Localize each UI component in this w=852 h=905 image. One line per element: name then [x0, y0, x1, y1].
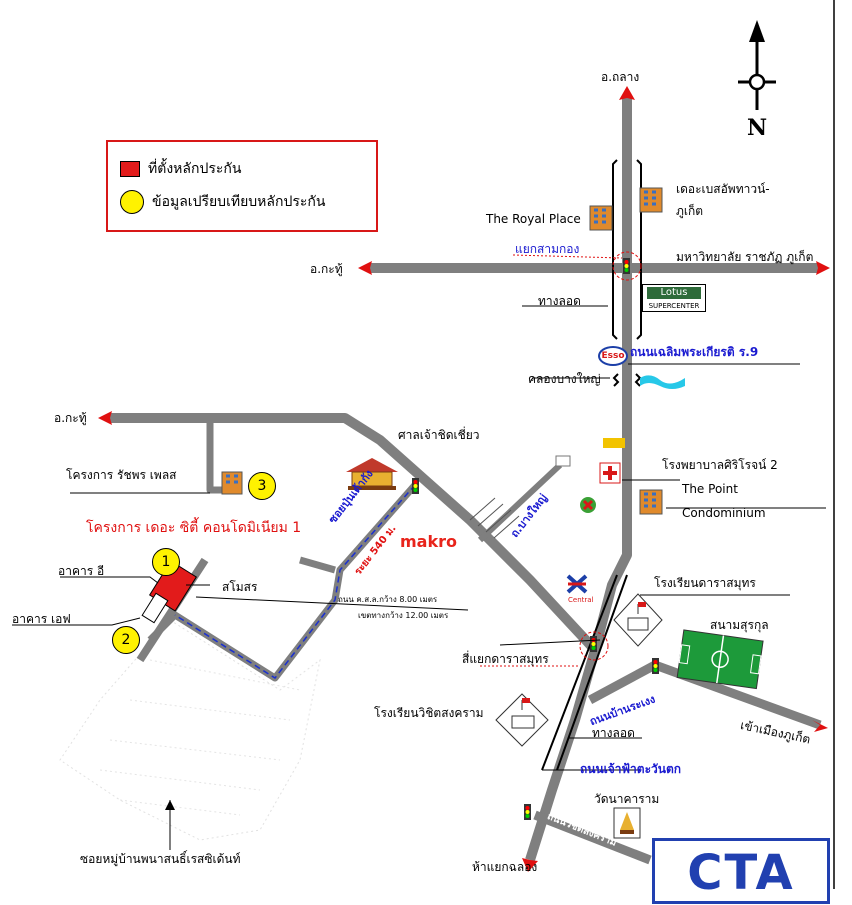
label-chalong: ห้าแยกฉลอง: [472, 860, 538, 874]
label-building-e: อาคาร อี: [58, 564, 105, 578]
leader-lines: [12, 305, 826, 850]
label-west-lower: อ.กะทู้: [54, 411, 87, 425]
label-the-point-2: Condominium: [682, 506, 766, 520]
building-icon: [639, 489, 663, 515]
road-bang-yai: [477, 462, 563, 543]
traffic-light-icon: [524, 804, 531, 820]
label-siriroj: โรงพยาบาลศิริโรจน์ 2: [662, 458, 778, 472]
underpass-bracket-2: [612, 373, 642, 387]
label-road-width-2: เขตทางกว้าง 12.00 เมตร: [358, 611, 449, 620]
stadium-icon: [676, 629, 764, 690]
label-road-width-1: ถนน ค.ส.ล.กว้าง 8.00 เมตร: [338, 595, 438, 604]
road-kathu-lower: [110, 413, 599, 654]
property-marker-icon: [141, 560, 198, 624]
temple-icon: [613, 807, 641, 839]
marker-1: 1: [152, 548, 180, 576]
label-wat-na: วัดนาคาราม: [594, 792, 660, 806]
label-royal-place: The Royal Place: [486, 212, 581, 226]
hospital-icon: [599, 462, 621, 484]
building-icon: [221, 471, 243, 495]
legend-property-label: ที่ตั้งหลักประกัน: [148, 161, 242, 177]
land-plot-hatch: [59, 619, 321, 841]
label-clubhouse: สโมสร: [222, 580, 258, 594]
arrow-west-lower-icon: [98, 411, 112, 425]
esso-logo: Esso: [598, 346, 628, 366]
shop-tag-icon: [555, 455, 571, 467]
label-north-dest: อ.ถลาง: [601, 70, 640, 84]
cta-stamp: CTA: [652, 838, 830, 904]
legend-comparable-label: ข้อมูลเปรียบเทียบหลักประกัน: [152, 194, 326, 210]
label-the-point-1: The Point: [682, 482, 738, 496]
building-icon: [639, 187, 663, 213]
compass-north-label: N: [747, 115, 768, 141]
central-icon: [566, 574, 588, 594]
label-darasamut-school: โรงเรียนดาราสมุทร: [654, 576, 756, 590]
label-base-1: เดอะเบสอัพทาวน์-: [676, 182, 770, 196]
label-stadium: สนามสุรกุล: [710, 618, 769, 632]
label-the-city: โครงการ เดอะ ซิตี้ คอนโดมิเนียม 1: [86, 520, 302, 536]
lotus-logo: Lotus SUPERCENTER: [642, 284, 706, 312]
legend-row-comparable: ข้อมูลเปรียบเทียบหลักประกัน: [120, 190, 325, 214]
road-chaofa: [533, 810, 652, 865]
compass-icon: [738, 20, 776, 110]
label-chaloem-road: ถนนเฉลิมพระเกียรติ ร.9: [630, 345, 759, 359]
makro-logo: makro: [400, 532, 457, 551]
marker-3: 3: [248, 472, 276, 500]
route-dashed: [174, 484, 416, 679]
label-shrine: ศาลเจ้าชิดเชี่ยว: [398, 428, 480, 442]
bigc-icon: [576, 494, 600, 516]
label-building-f: อาคาร เอฟ: [12, 612, 71, 626]
label-darasamut-junction: สี่แยกดาราสมุทร: [462, 652, 549, 666]
label-base-2: ภูเก็ต: [676, 204, 704, 218]
label-soi-village: ซอยหมู่บ้านพนาสนธิ์เรสซิเด้นท์: [80, 852, 241, 866]
traffic-light-icon: [412, 478, 419, 494]
pointer-arrow-icon: [165, 800, 175, 810]
legend-row-property: ที่ตั้งหลักประกัน: [120, 158, 241, 180]
arrow-south-icon: [522, 858, 538, 872]
label-central: Central: [568, 596, 594, 604]
label-bang-yai-canal: คลองบางใหญ่: [528, 372, 601, 386]
marker-2: 2: [112, 626, 140, 654]
traffic-light-icon: [623, 258, 630, 274]
label-rajabhat: มหาวิทยาลัย ราชภัฏ ภูเก็ต: [676, 250, 814, 264]
comparable-swatch: [120, 190, 144, 214]
map-legend: ที่ตั้งหลักประกัน ข้อมูลเปรียบเทียบหลักป…: [106, 140, 378, 232]
junction-darasamut: [579, 631, 609, 661]
lotus-name: Lotus: [647, 287, 701, 299]
arrow-southeast-icon: [812, 720, 828, 732]
underpass-bracket-1: [612, 159, 642, 340]
label-underpass-1: ทางลอด: [538, 294, 581, 308]
label-rachaphruek: โครงการ รัชพร เพลส: [66, 468, 177, 482]
school-icon: [495, 693, 549, 747]
label-underpass-2: ทางลอด: [592, 726, 635, 740]
traffic-light-icon: [652, 658, 659, 674]
arrow-north-icon: [619, 86, 635, 100]
parking-strip: [469, 497, 520, 539]
arrow-east-icon: [816, 261, 830, 275]
shrine-icon: [346, 458, 398, 490]
junction-sam-kong: [612, 251, 642, 281]
lotus-sub: SUPERCENTER: [648, 302, 700, 310]
road-plot-access: [299, 556, 336, 574]
shop-tag-icon: [603, 438, 625, 448]
property-swatch: [120, 161, 140, 177]
traffic-light-icon: [590, 636, 597, 652]
canal-water: [640, 375, 685, 389]
arrow-west-upper-icon: [358, 261, 372, 275]
label-chaofa-road: ถนนเจ้าฟ้าตะวันตก: [580, 762, 682, 776]
building-icon: [589, 205, 613, 231]
label-west-upper: อ.กะทู้: [310, 262, 343, 276]
label-sam-kong: แยกสามกอง: [515, 242, 580, 256]
school-icon: [613, 593, 663, 647]
label-vichit-school: โรงเรียนวิชิตสงคราม: [374, 706, 484, 720]
